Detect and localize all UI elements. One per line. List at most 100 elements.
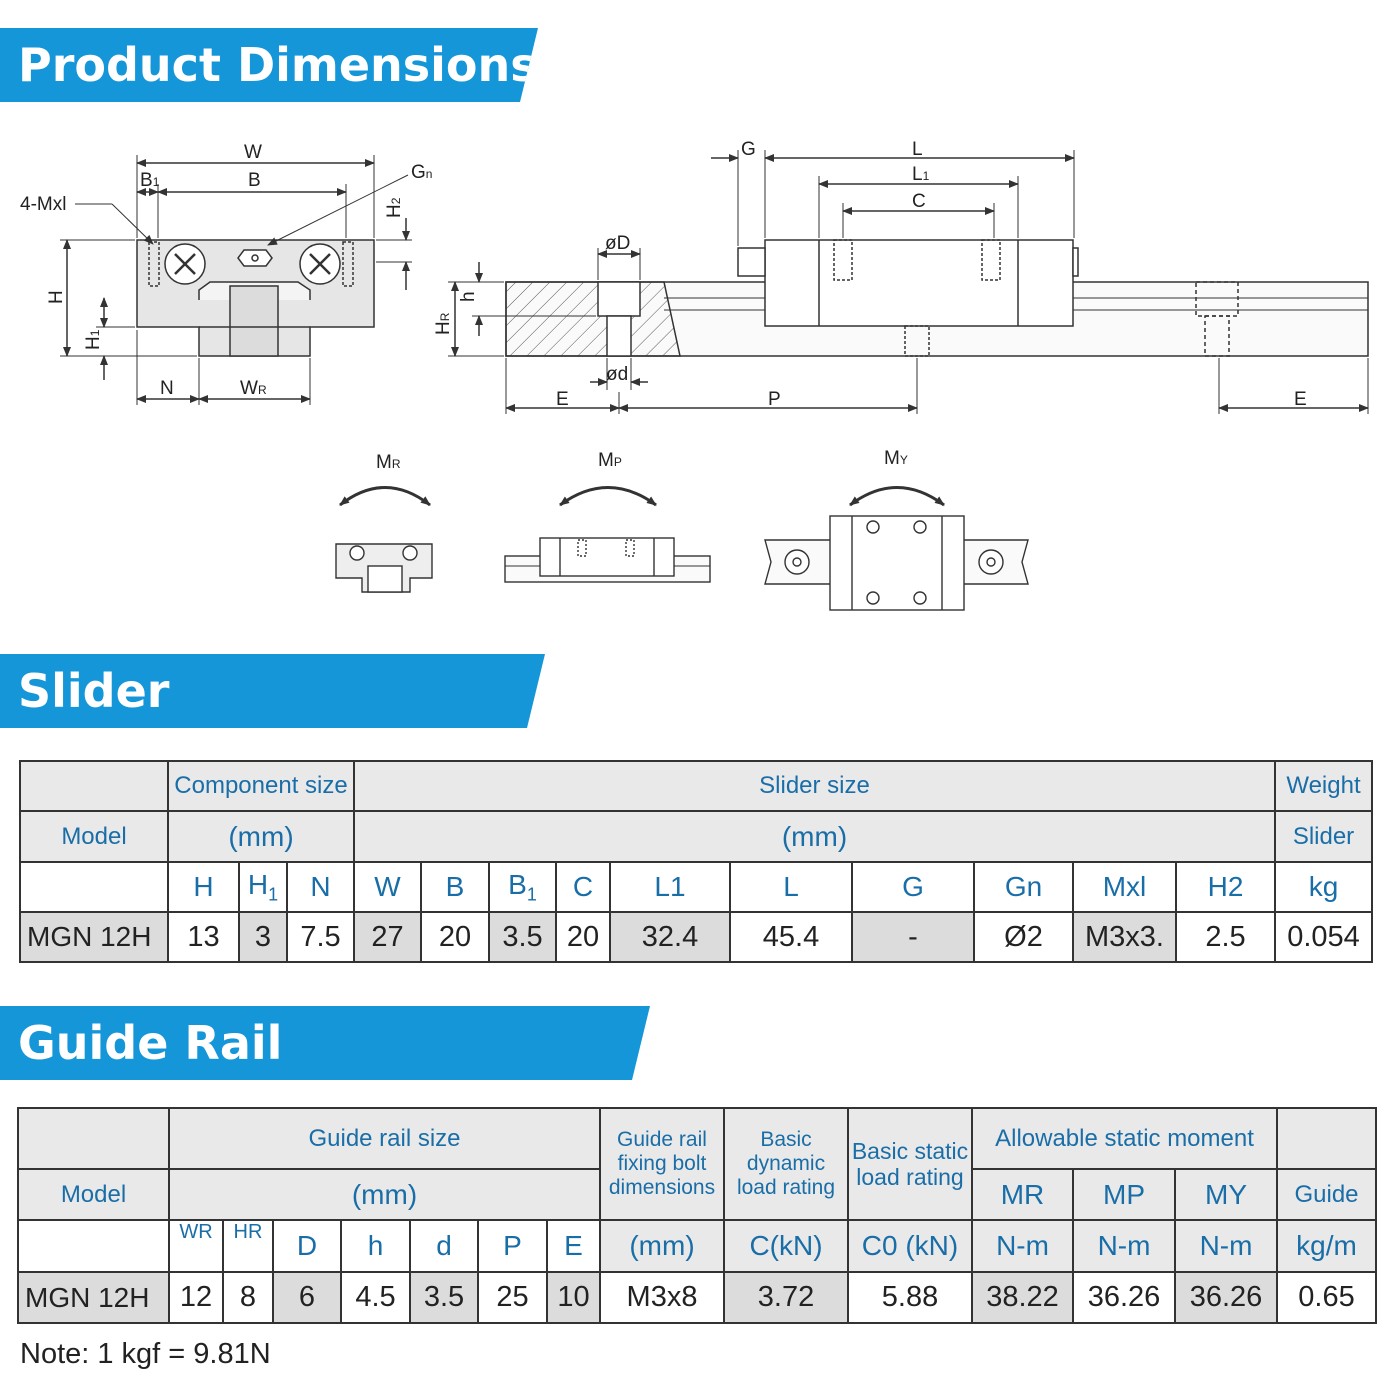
rail-spec-table: Guide rail size Guide rail fixing bolt d… (17, 1107, 1377, 1324)
moment-label-my: MY (884, 448, 908, 469)
rail-col-hr: HR (222, 1219, 274, 1273)
dim-label-g: G (741, 139, 756, 160)
rail-col-blank (17, 1219, 170, 1273)
dim-label-l: L (912, 139, 923, 160)
slider-cell-h1: 3 (238, 911, 288, 963)
rail-header-size: Guide rail size (168, 1107, 601, 1170)
slider-specifications-banner: Slider Specifications (0, 654, 545, 728)
dim-label-h-rail: h (458, 291, 479, 302)
slider-header-slider-size: Slider size (353, 760, 1276, 812)
dim-label-e-right: E (1294, 389, 1307, 410)
slider-cell-model: MGN 12H (19, 911, 169, 963)
slider-col-gn: Gn (973, 861, 1074, 913)
slider-col-n: N (286, 861, 355, 913)
rail-col-dynamic-unit: C(kN) (723, 1219, 849, 1273)
slider-col-l1: L1 (609, 861, 731, 913)
slider-cell-c: 20 (555, 911, 611, 963)
dim-label-wr: WR (240, 378, 267, 399)
rail-cell-e: 10 (546, 1271, 601, 1324)
rail-cell-bolt: M3x8 (599, 1271, 725, 1324)
rail-col-my-unit: N-m (1174, 1219, 1278, 1273)
slider-col-blank (19, 861, 169, 913)
rail-header-my: MY (1174, 1168, 1278, 1221)
rail-header-mp: MP (1072, 1168, 1176, 1221)
rail-cell-hr: 8 (222, 1271, 274, 1324)
dim-label-w: W (244, 142, 262, 163)
rail-header-guide: Guide (1276, 1168, 1377, 1221)
rail-cell-wr: 12 (168, 1271, 224, 1324)
dim-label-mxl: 4-Mxl (20, 194, 66, 215)
slider-spec-table: Component size Slider size Weight Model … (19, 760, 1373, 963)
rail-col-guide-unit: kg/m (1276, 1219, 1377, 1273)
slider-cell-l: 45.4 (729, 911, 853, 963)
dim-label-h2: H2 (384, 197, 405, 218)
dim-label-phi-d-small: ød (606, 364, 628, 385)
slider-col-b1: B1 (488, 861, 557, 913)
dim-label-p: P (768, 389, 781, 410)
slider-header-slider-unit: (mm) (353, 810, 1276, 863)
slider-cell-h: 13 (167, 911, 240, 963)
cross-section-labels: W B1 B Gn 4-Mxl H2 H H1 N WR (20, 142, 432, 399)
rail-col-e: E (546, 1219, 601, 1273)
rail-col-static-unit: C0 (kN) (847, 1219, 973, 1273)
slider-col-l: L (729, 861, 853, 913)
cross-section-view (60, 155, 412, 405)
slider-col-c: C (555, 861, 611, 913)
rail-col-d-small: d (409, 1219, 479, 1273)
slider-cell-n: 7.5 (286, 911, 355, 963)
slider-cell-h2: 2.5 (1175, 911, 1276, 963)
moment-label-mp: MP (598, 450, 622, 471)
rail-cell-kgm: 0.65 (1276, 1271, 1377, 1324)
rail-col-mp-unit: N-m (1072, 1219, 1176, 1273)
slider-cell-gn: Ø2 (973, 911, 1074, 963)
slider-col-mxl: Mxl (1072, 861, 1177, 913)
rail-cell-mr: 38.22 (971, 1271, 1074, 1324)
rail-header-moment: Allowable static moment (971, 1107, 1278, 1170)
moment-labels: MR MP MY (376, 448, 908, 473)
technical-drawing: W B1 B Gn 4-Mxl H2 H H1 N WR (20, 139, 1369, 611)
slider-cell-kg: 0.054 (1274, 911, 1373, 963)
rail-header-unit: (mm) (168, 1168, 601, 1221)
rail-header-bolt: Guide rail fixing bolt dimensions (599, 1107, 725, 1221)
dim-label-e-left: E (556, 389, 569, 410)
slider-col-h1: H1 (238, 861, 288, 913)
slider-cell-l1: 32.4 (609, 911, 731, 963)
dim-label-h: H (46, 290, 67, 304)
rail-cell-model: MGN 12H (17, 1271, 170, 1324)
rail-cell-my: 36.26 (1174, 1271, 1278, 1324)
slider-col-h: H (167, 861, 240, 913)
rail-cell-p: 25 (477, 1271, 548, 1324)
rail-header-model: Model (17, 1168, 170, 1221)
rail-col-p: P (477, 1219, 548, 1273)
slider-header-model: Model (19, 810, 169, 863)
slider-header-weight: Weight (1274, 760, 1373, 812)
rail-cell-c: 3.72 (723, 1271, 849, 1324)
dim-label-n: N (160, 378, 174, 399)
rail-header-mr: MR (971, 1168, 1074, 1221)
slider-col-kg: kg (1274, 861, 1373, 913)
rail-table-row: MGN 12H 12 8 6 4.5 3.5 25 10 M3x8 3.72 5… (17, 1271, 1377, 1324)
moment-label-mr: MR (376, 452, 401, 473)
rail-col-mr-unit: N-m (971, 1219, 1074, 1273)
rail-header-static: Basic static load rating (847, 1107, 973, 1221)
side-view (448, 150, 1369, 414)
rail-col-bolt-unit: (mm) (599, 1219, 725, 1273)
dim-label-phi-d-large: øD (605, 233, 630, 254)
slider-cell-g: - (851, 911, 975, 963)
slider-col-w: W (353, 861, 422, 913)
rail-col-d-large: D (272, 1219, 342, 1273)
slider-header-model-blank (19, 760, 169, 812)
slider-col-g: G (851, 861, 975, 913)
moment-mr-view (335, 486, 433, 593)
rail-cell-h: 4.5 (340, 1271, 411, 1324)
dim-label-gn: Gn (411, 162, 432, 183)
slider-cell-mxl: M3x3. (1072, 911, 1177, 963)
rail-cell-mp: 36.26 (1072, 1271, 1176, 1324)
dim-label-c: C (912, 191, 926, 212)
slider-col-b: B (420, 861, 490, 913)
rail-col-wr: WR (168, 1219, 224, 1273)
moment-my-view (764, 486, 1029, 611)
dim-label-b: B (248, 170, 261, 191)
conversion-note: Note: 1 kgf = 9.81N (20, 1338, 271, 1370)
side-view-labels: G L L1 C øD ød h HR E P E (433, 139, 1307, 410)
